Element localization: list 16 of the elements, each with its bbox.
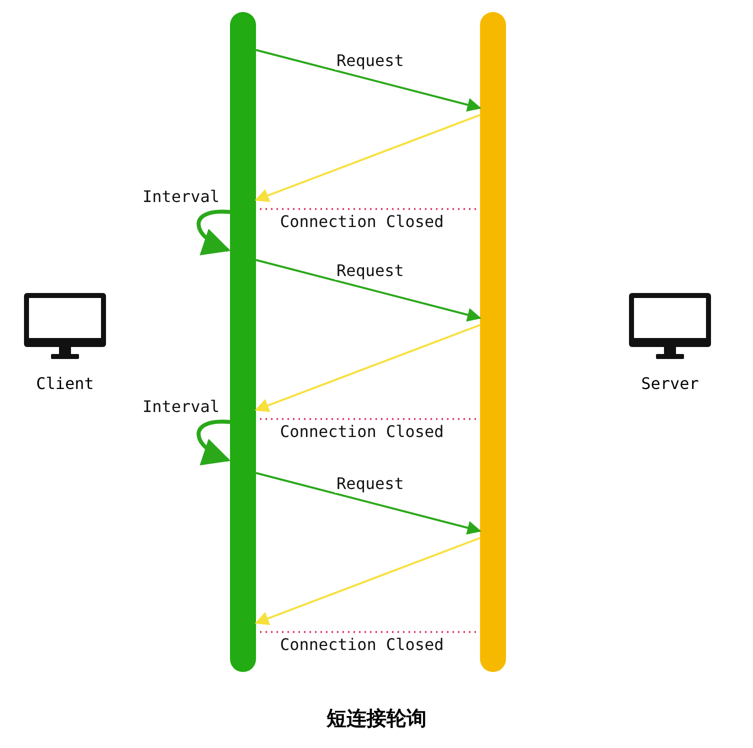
caption: 短连接轮询 bbox=[326, 706, 426, 730]
arrow bbox=[256, 259, 482, 322]
lifeline-bar bbox=[480, 12, 506, 672]
arrow bbox=[256, 49, 482, 112]
dotted-line bbox=[260, 208, 476, 210]
arrow bbox=[254, 537, 480, 626]
curved-arrow bbox=[196, 420, 231, 464]
device-label: Client bbox=[36, 374, 94, 393]
dotted-line bbox=[260, 631, 476, 633]
arrow bbox=[254, 324, 480, 412]
dotted-line bbox=[260, 418, 476, 420]
arrow bbox=[256, 472, 482, 535]
arrow bbox=[254, 114, 480, 202]
lifeline-bar bbox=[230, 12, 256, 672]
device-label: Server bbox=[641, 374, 699, 393]
curved-arrow bbox=[196, 210, 231, 254]
